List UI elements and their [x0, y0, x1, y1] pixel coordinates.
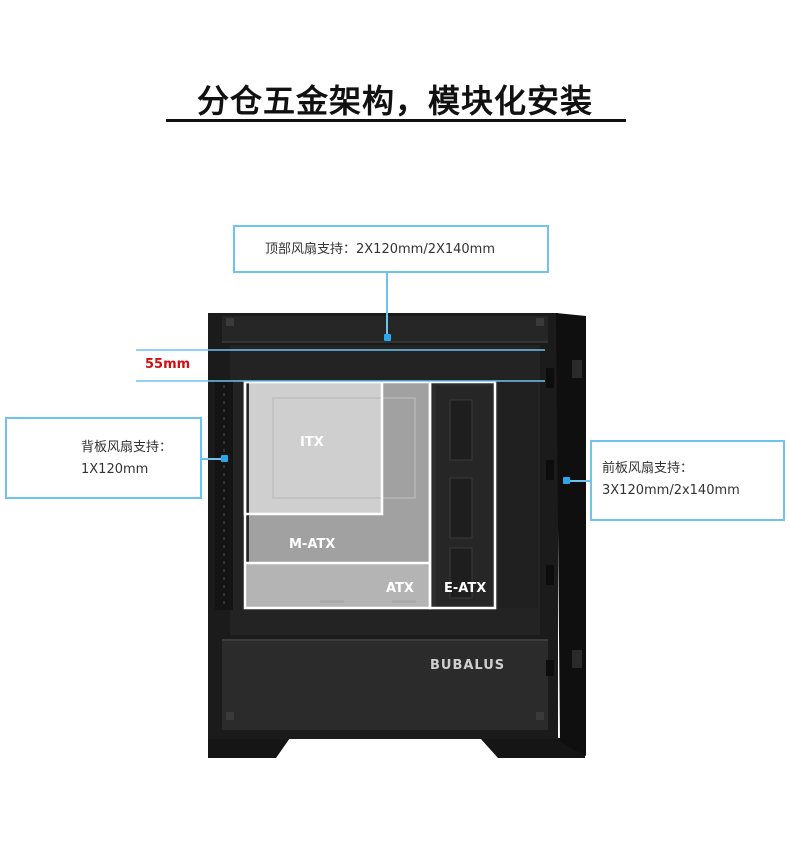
case-foot-left: [208, 738, 290, 758]
rear-fan-connector: [202, 458, 223, 460]
rear-fan-callout: 背板风扇支持： 1X120mm: [5, 417, 202, 499]
rear-fan-text-line2: 1X120mm: [81, 459, 148, 481]
matx-board: [249, 381, 429, 564]
front-fan-marker: [563, 477, 570, 484]
rear-fan-text-line1: 背板风扇支持：: [81, 437, 172, 459]
front-fan-callout: 前板风扇支持： 3X120mm/2x140mm: [590, 440, 785, 521]
itx-label: ITX: [300, 435, 324, 450]
top-fan-callout: 顶部风扇支持：2X120mm/2X140mm: [233, 225, 549, 273]
clearance-label: 55mm: [145, 357, 190, 372]
matx-label: M-ATX: [289, 537, 335, 552]
psu-shroud: [222, 640, 548, 730]
atx-label: ATX: [386, 581, 414, 596]
top-fan-text: 顶部风扇支持：2X120mm/2X140mm: [265, 239, 495, 261]
rear-vent: [215, 380, 233, 610]
eatx-label: E-ATX: [444, 581, 486, 596]
rear-fan-marker: [221, 455, 228, 462]
brand-logo-text: BUBALUS: [430, 658, 505, 673]
front-fan-text-line2: 3X120mm/2x140mm: [602, 480, 740, 502]
top-fan-connector: [386, 273, 388, 335]
front-fan-connector: [567, 480, 590, 482]
front-fan-text-line1: 前板风扇支持：: [602, 458, 693, 480]
top-fan-marker: [384, 334, 391, 341]
front-panel: [556, 313, 586, 756]
